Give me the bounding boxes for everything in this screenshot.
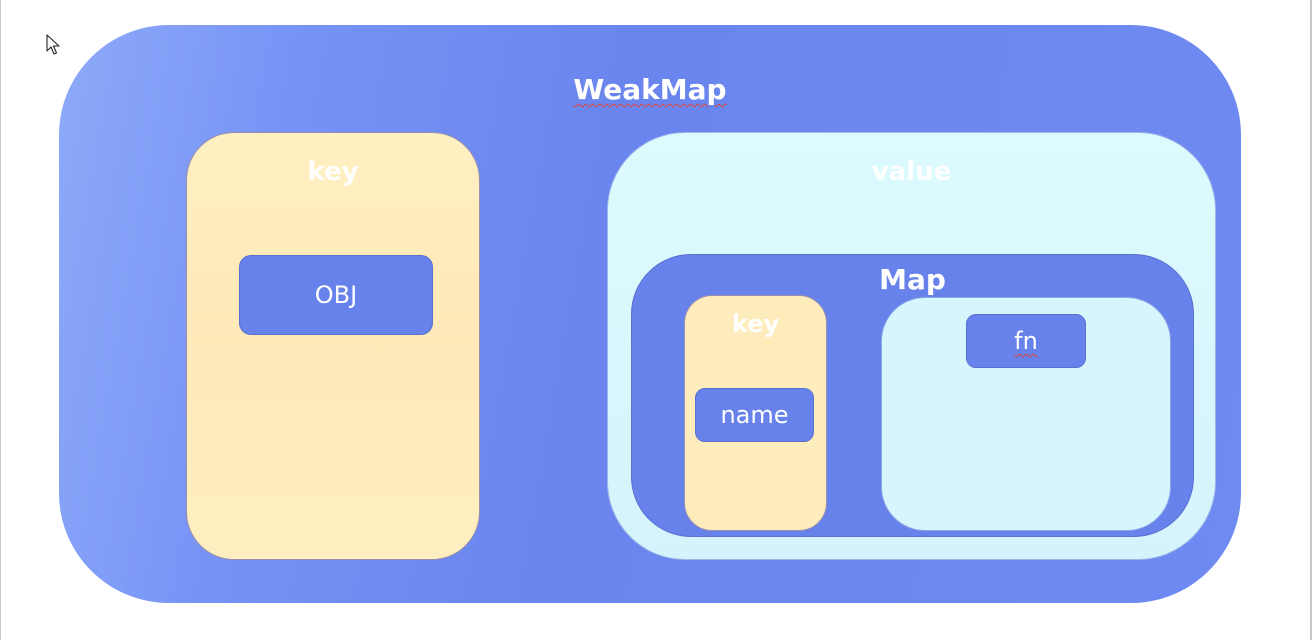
weakmap-value-title: value (871, 157, 952, 187)
weakmap-value-box: value Map key name fn (607, 132, 1216, 560)
map-key-box: key name (684, 295, 827, 531)
weakmap-key-box: key OBJ (186, 132, 480, 560)
name-chip: name (695, 388, 814, 442)
fn-chip: fn (966, 314, 1086, 368)
map-title: Map (879, 263, 946, 296)
map-value-box: fn (881, 297, 1171, 531)
weakmap-key-title: key (307, 157, 359, 187)
weakmap-title-text: WeakMap (573, 73, 727, 106)
map-container: Map key name fn (631, 254, 1194, 537)
obj-chip: OBJ (239, 255, 433, 335)
map-key-title: key (731, 310, 780, 338)
weakmap-title: WeakMap (59, 73, 1241, 106)
mouse-pointer-icon (46, 34, 60, 55)
fn-chip-text: fn (1014, 327, 1038, 355)
